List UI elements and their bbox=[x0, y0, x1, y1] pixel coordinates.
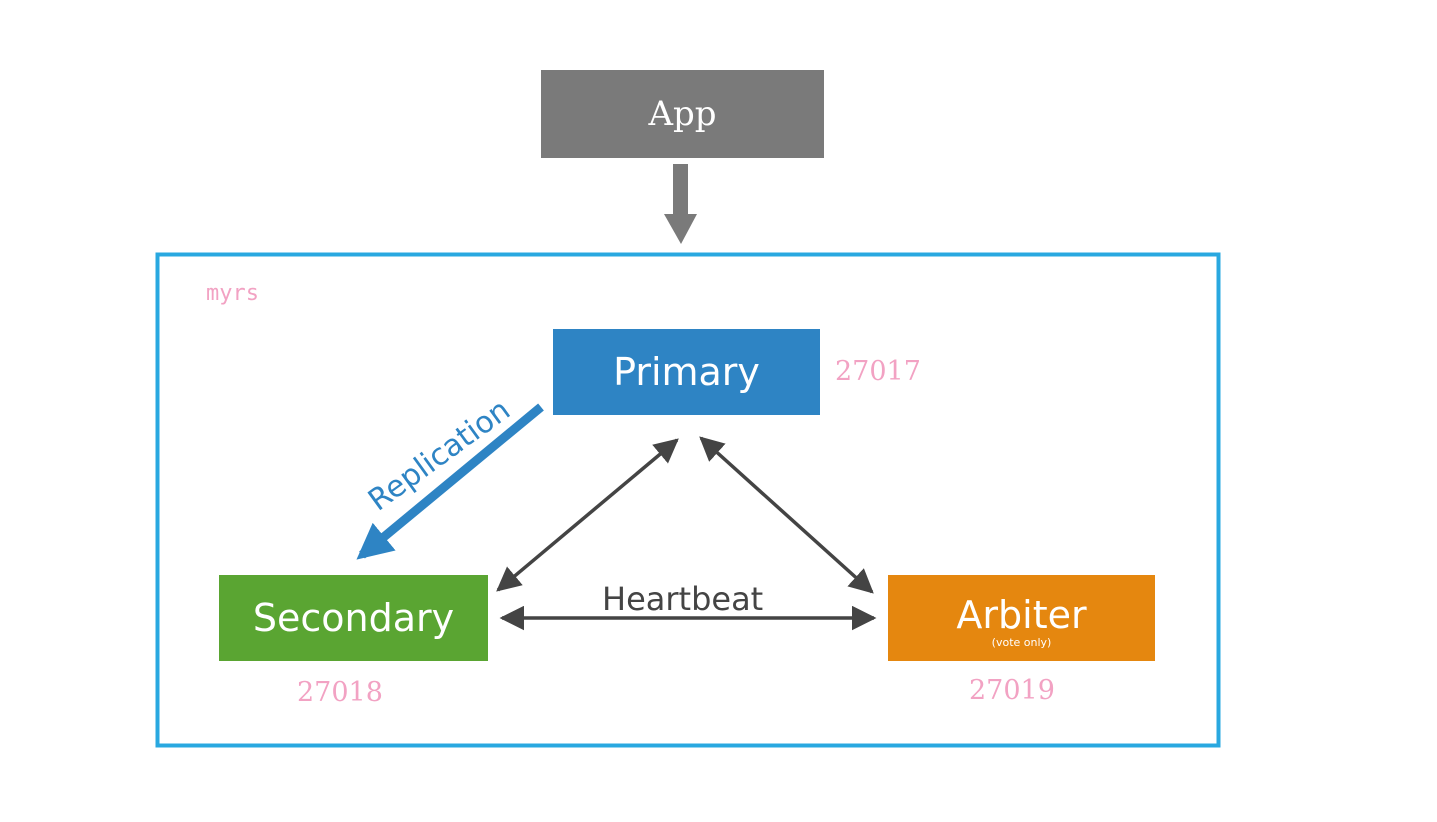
secondary-port: 27018 bbox=[297, 677, 383, 708]
arbiter-port: 27019 bbox=[969, 675, 1055, 706]
heartbeat-arrow-primary-arbiter bbox=[699, 436, 874, 594]
primary-node: Primary bbox=[553, 329, 820, 415]
replication-arrow bbox=[356, 403, 544, 560]
app-node: App bbox=[541, 70, 824, 158]
app-arrow-head bbox=[664, 214, 697, 244]
replica-set-border bbox=[155, 252, 1221, 748]
primary-port: 27017 bbox=[835, 356, 921, 387]
arbiter-note: (vote only) bbox=[991, 636, 1052, 649]
secondary-label: Secondary bbox=[252, 596, 455, 640]
app-arrow-shaft bbox=[673, 164, 688, 216]
heartbeat-label: Heartbeat bbox=[602, 580, 764, 618]
secondary-node: Secondary bbox=[219, 575, 488, 661]
arbiter-node: Arbiter (vote only) bbox=[888, 575, 1155, 661]
heartbeat-arrow-primary-secondary bbox=[496, 438, 679, 592]
arbiter-label: Arbiter bbox=[956, 593, 1087, 637]
app-label: App bbox=[648, 94, 717, 134]
primary-label: Primary bbox=[613, 350, 760, 394]
replica-set-name: myrs bbox=[206, 281, 259, 306]
